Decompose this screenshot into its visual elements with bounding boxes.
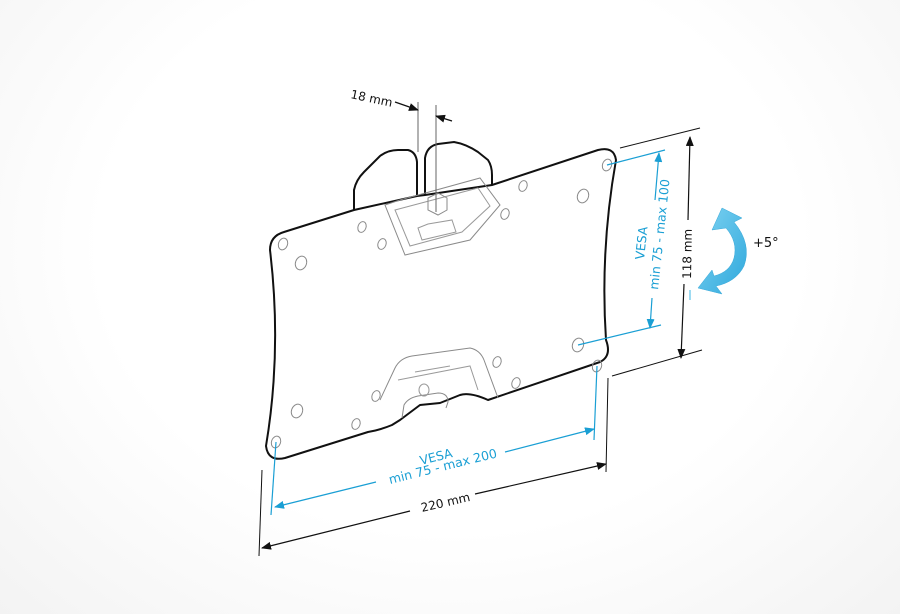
upper-center-housing bbox=[384, 177, 501, 256]
vesa-vertical-line1: VESA bbox=[632, 225, 650, 260]
mounting-holes bbox=[270, 158, 613, 449]
plate-outline bbox=[265, 148, 617, 460]
gap-label: 18 mm bbox=[349, 87, 393, 110]
tilt-label: +5° bbox=[753, 236, 779, 251]
lower-center-housing bbox=[379, 347, 499, 401]
height-label: 118 mm bbox=[680, 229, 695, 279]
vesa-vertical-line2: min 75 - max 100 bbox=[646, 178, 673, 290]
center-hex-nut bbox=[427, 192, 448, 216]
curved-tilt-arrow-icon bbox=[697, 207, 747, 295]
mount-plate bbox=[265, 140, 617, 460]
width-label: 220 mm bbox=[420, 490, 472, 515]
right-hook-tab bbox=[424, 140, 493, 195]
tilt-indicator: +5° bbox=[697, 207, 779, 295]
lower-latch bbox=[401, 392, 449, 419]
left-hook-tab bbox=[353, 149, 418, 210]
height-dimension: 118 mm bbox=[611, 127, 703, 377]
